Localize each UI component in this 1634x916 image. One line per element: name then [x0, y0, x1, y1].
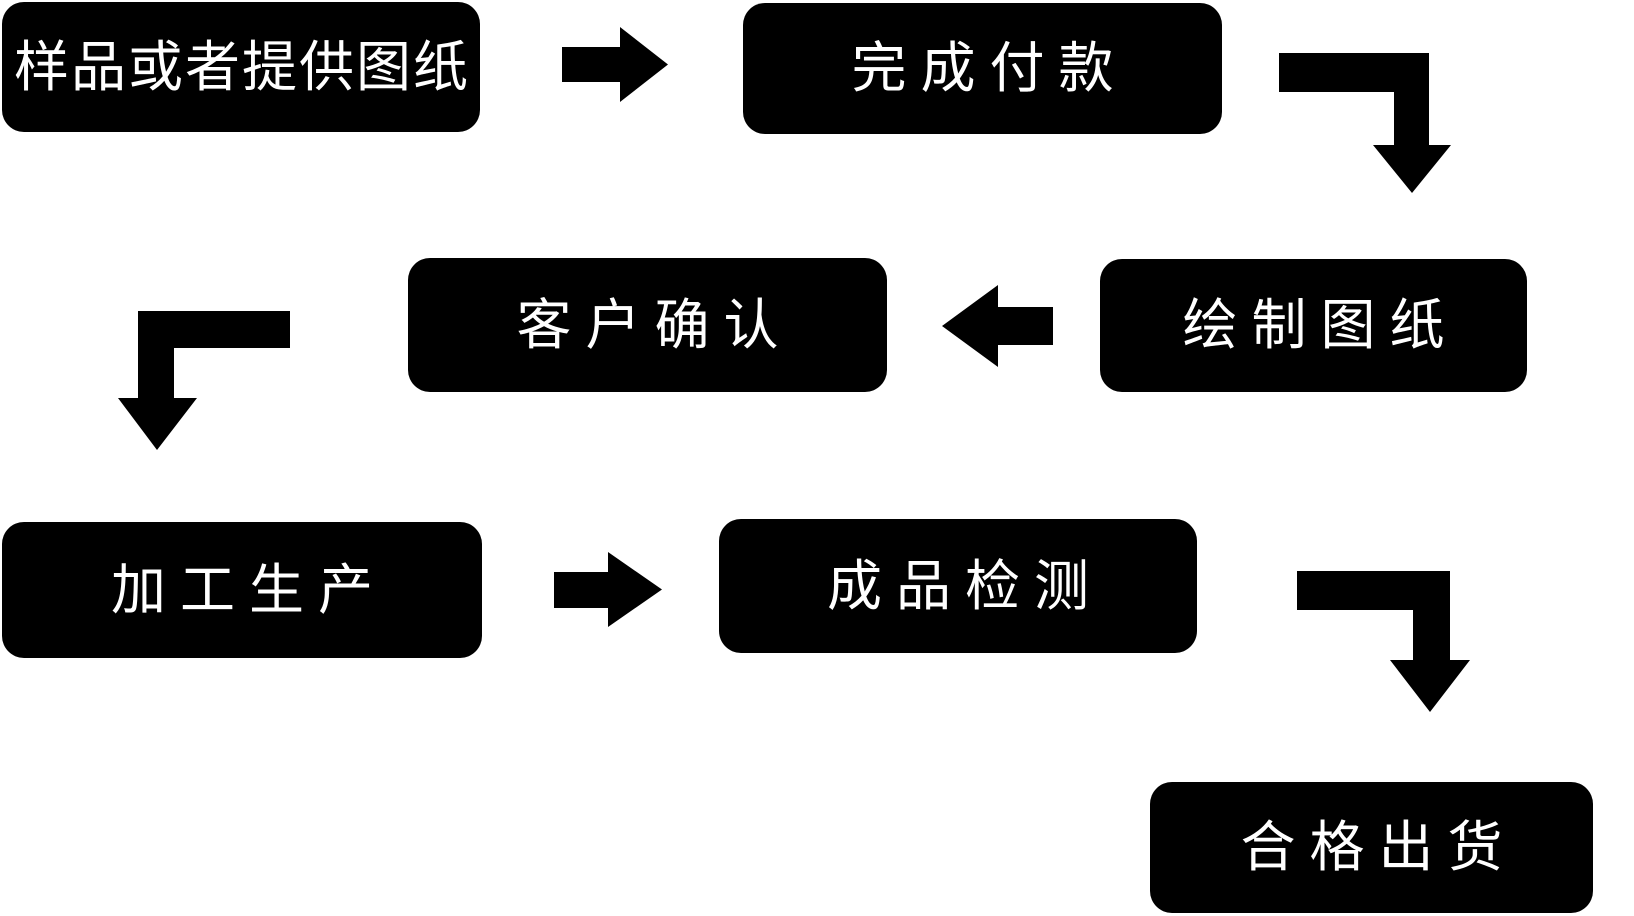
node-label: 绘制图纸 — [1182, 294, 1459, 356]
flow-node-complete-payment: 完成付款 — [743, 3, 1222, 134]
arrow-right-then-down-icon — [1279, 53, 1451, 193]
arrow-right-icon — [562, 27, 668, 102]
arrow-left-then-down-icon — [118, 311, 290, 450]
node-label: 客户确认 — [516, 293, 793, 356]
flow-node-sample-or-drawing: 样品或者提供图纸 — [2, 2, 480, 132]
node-label: 完成付款 — [851, 37, 1128, 99]
arrow-right-icon — [554, 552, 662, 627]
flow-node-qualified-shipment: 合格出货 — [1150, 782, 1593, 913]
flow-node-customer-confirmation: 客户确认 — [408, 258, 887, 392]
node-label: 加工生产 — [110, 558, 387, 621]
arrow-left-icon — [942, 285, 1053, 367]
arrow-right-then-down-icon — [1297, 571, 1470, 712]
flow-node-draw-drawings: 绘制图纸 — [1100, 259, 1527, 392]
flow-node-product-inspection: 成品检测 — [719, 519, 1197, 653]
node-label: 成品检测 — [826, 554, 1103, 617]
node-label: 样品或者提供图纸 — [13, 35, 470, 98]
flow-node-processing-production: 加工生产 — [2, 522, 482, 658]
node-label: 合格出货 — [1240, 816, 1517, 878]
